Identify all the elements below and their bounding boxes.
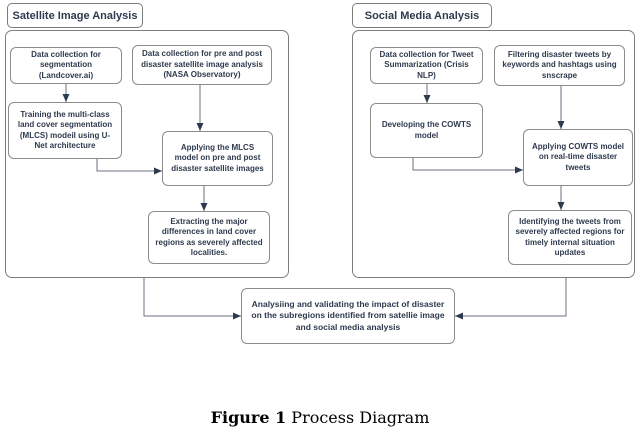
tab-satellite-title: Satellite Image Analysis: [12, 9, 138, 22]
node-label: Data collection for Tweet Summarization …: [379, 49, 474, 80]
node-label: Applying the MLCS model on pre and post …: [171, 142, 264, 173]
node-label: Developing the COWTS model: [381, 120, 472, 140]
tab-social-title: Social Media Analysis: [364, 9, 480, 22]
node-applying-mlcs: Applying the MLCS model on pre and post …: [162, 131, 273, 186]
figure-title: Process Diagram: [291, 408, 430, 427]
node-label: Analysiing and validating the impact of …: [251, 299, 445, 332]
node-label: Data collection for pre and post disaste…: [141, 49, 263, 80]
arrow-social-to-merge: [455, 278, 567, 320]
node-developing-cowts: Developing the COWTS model: [370, 103, 483, 158]
node-analysing-validating: Analysiing and validating the impact of …: [241, 288, 455, 344]
node-training-mlcs: Training the multi-class land cover segm…: [8, 102, 122, 159]
node-label: Identifying the tweets from severely aff…: [515, 216, 625, 257]
node-label: Filtering disaster tweets by keywords an…: [502, 49, 617, 80]
node-label: Applying COWTS model on real-time disast…: [532, 141, 624, 172]
arrow-satellite-to-merge: [143, 278, 241, 320]
node-applying-cowts: Applying COWTS model on real-time disast…: [523, 129, 633, 186]
tab-social-media-analysis: Social Media Analysis: [352, 3, 492, 28]
node-label: Data collection for segmentation (Landco…: [31, 49, 101, 80]
node-identifying-tweets: Identifying the tweets from severely aff…: [508, 210, 632, 265]
node-data-collection-pre-post: Data collection for pre and post disaste…: [132, 45, 272, 85]
node-extracting-differences: Extracting the major differences in land…: [148, 211, 270, 264]
node-label: Training the multi-class land cover segm…: [17, 109, 113, 150]
figure-caption: Figure 1 Process Diagram: [0, 408, 640, 427]
tab-satellite-image-analysis: Satellite Image Analysis: [7, 3, 143, 28]
node-data-collection-segmentation: Data collection for segmentation (Landco…: [10, 47, 122, 84]
node-filtering-tweets: Filtering disaster tweets by keywords an…: [494, 45, 625, 86]
node-data-collection-tweet: Data collection for Tweet Summarization …: [370, 47, 483, 84]
node-label: Extracting the major differences in land…: [155, 216, 263, 257]
figure-number: Figure 1: [210, 408, 287, 427]
